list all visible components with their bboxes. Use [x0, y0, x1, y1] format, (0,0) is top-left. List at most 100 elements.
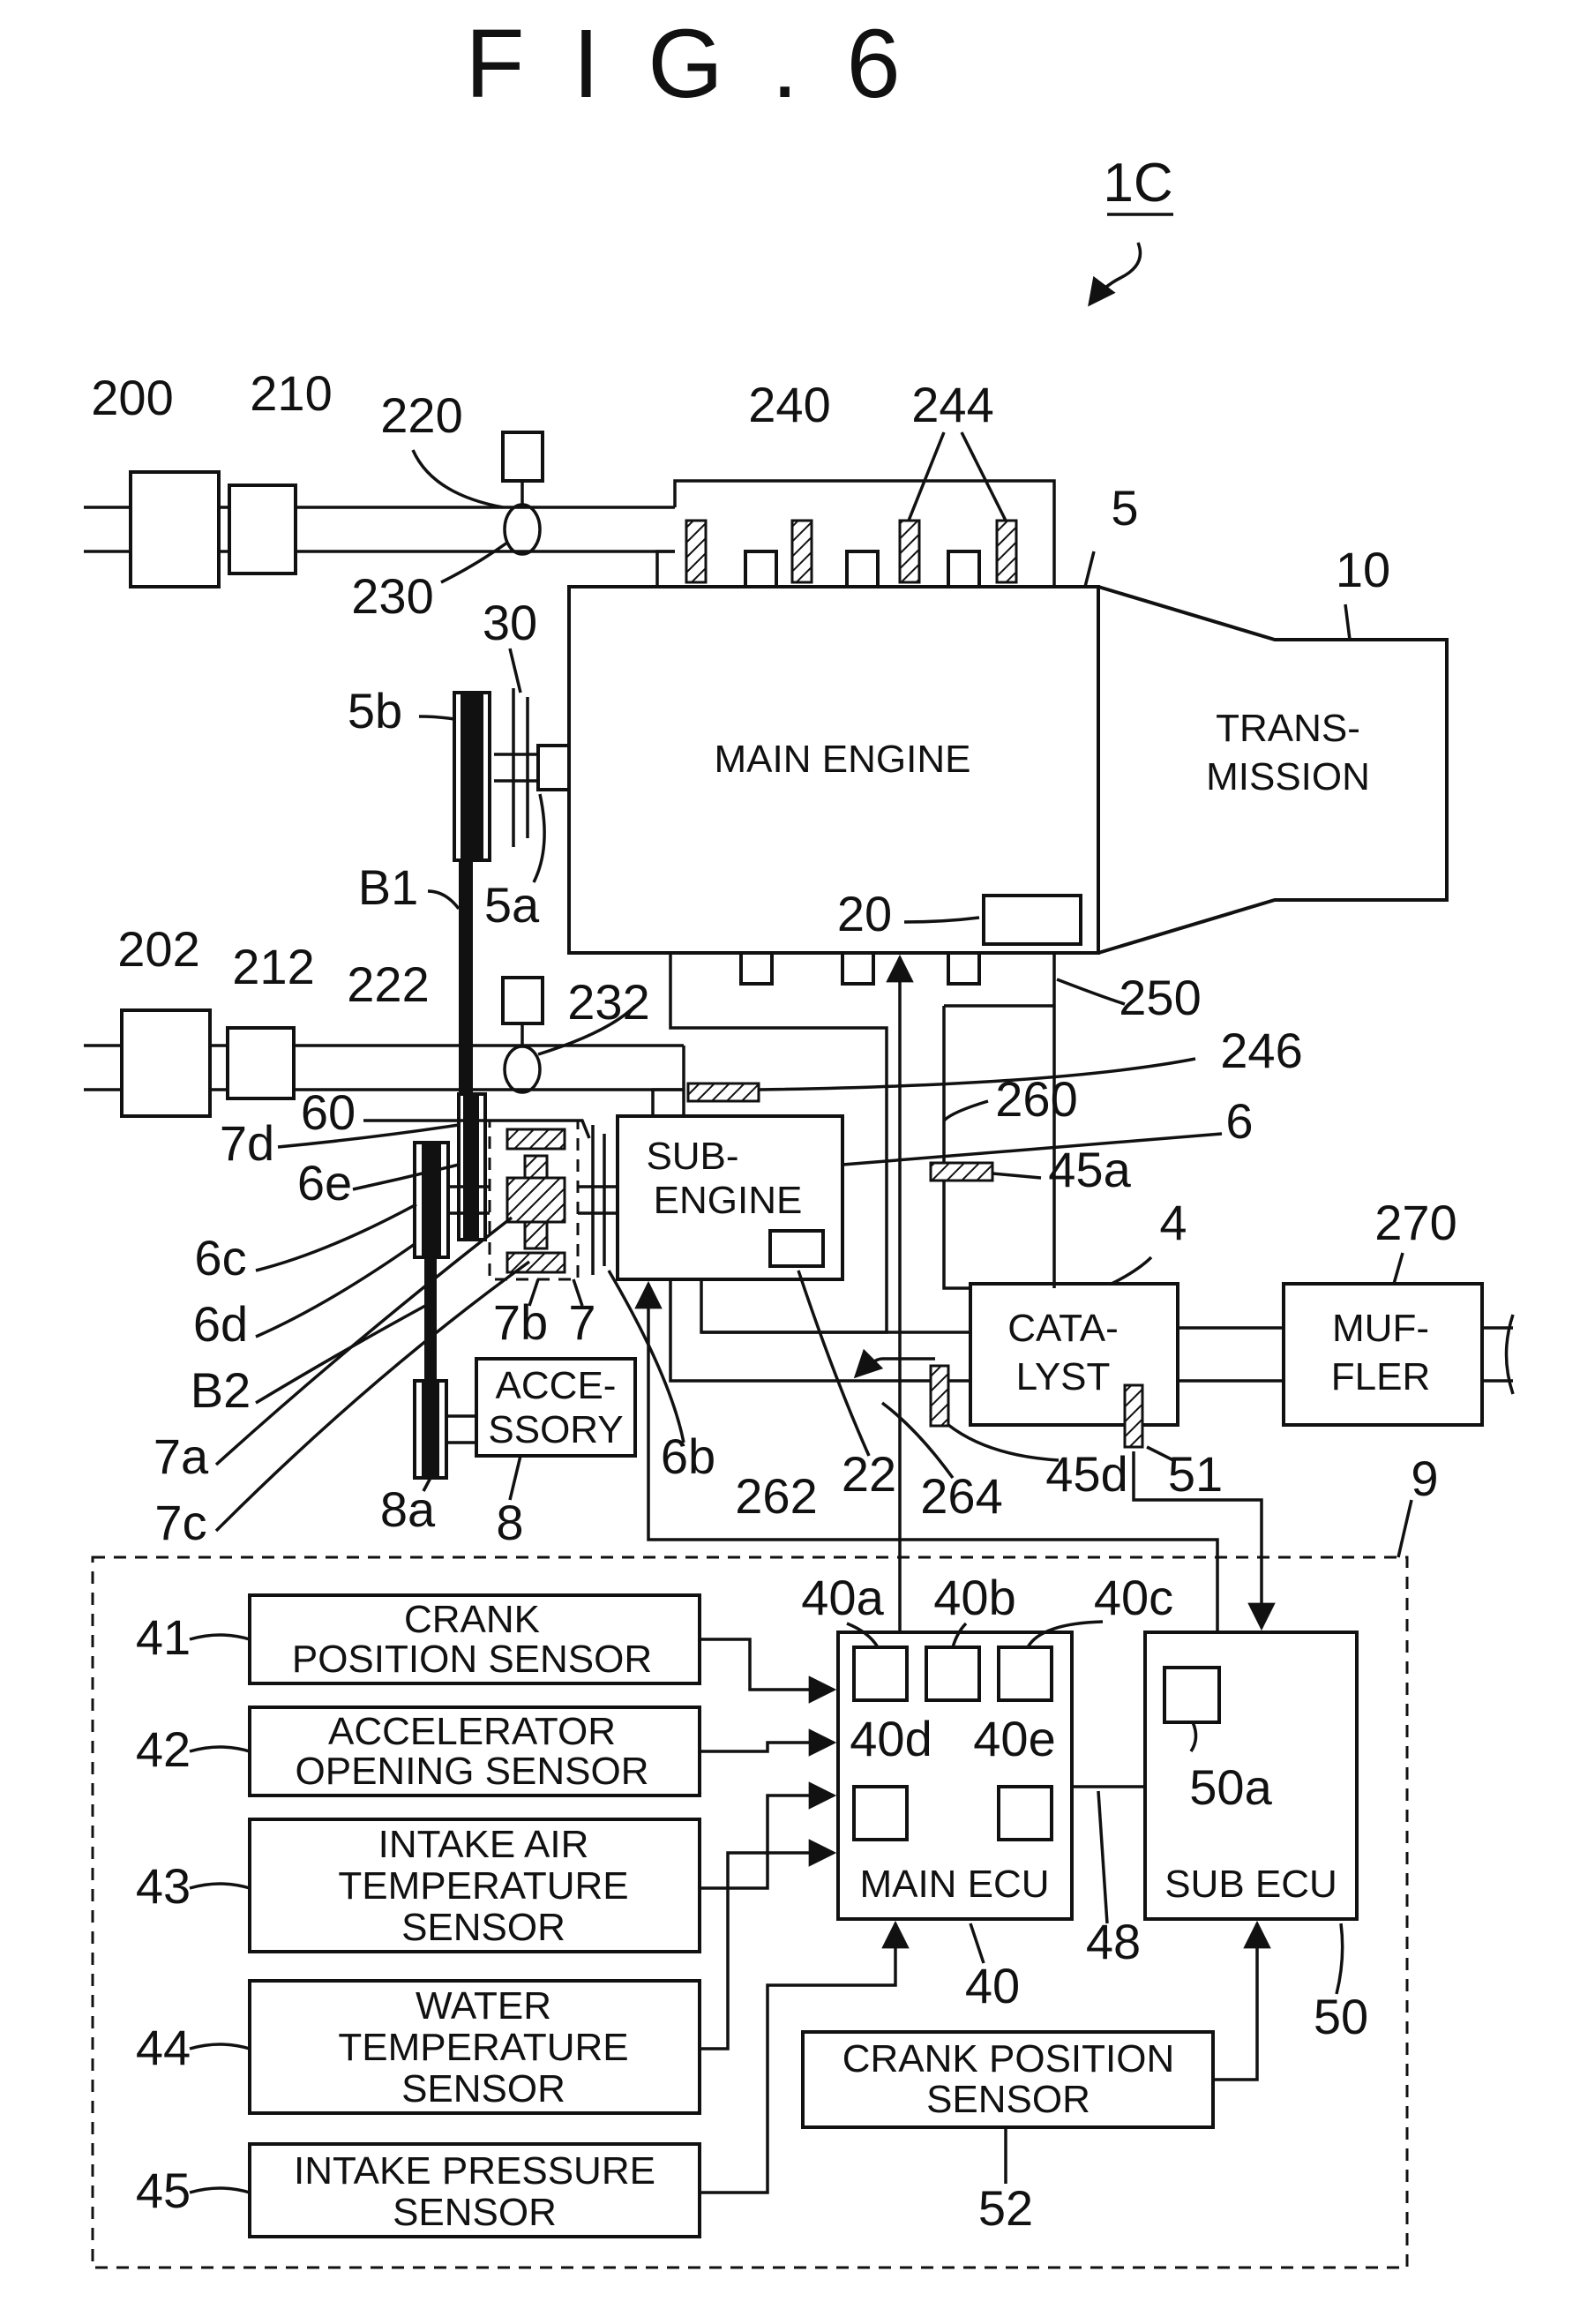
ref-52: 52 [978, 2180, 1033, 2236]
ref-45: 45 [136, 2163, 191, 2218]
system-ref-arrow [1088, 242, 1142, 307]
sensor-52-line2: SENSOR [926, 2078, 1090, 2121]
throttle-valve-230 [503, 503, 542, 556]
ref-230: 230 [351, 568, 433, 624]
sensor-42-line2: OPENING SENSOR [296, 1750, 649, 1793]
ref-6b: 6b [661, 1428, 715, 1484]
ref-8a: 8a [380, 1481, 436, 1537]
ref-50: 50 [1314, 1989, 1368, 2044]
ref-7a: 7a [154, 1428, 209, 1484]
sensor-43-line1: INTAKE AIR [378, 1823, 589, 1866]
system-ref-label: 1C [1103, 153, 1172, 214]
ref-6c: 6c [194, 1230, 246, 1286]
ref-222: 222 [347, 956, 429, 1012]
signal-lines [634, 954, 1276, 2194]
ref-6e: 6e [297, 1155, 352, 1211]
main-ecu-module-40a [852, 1646, 909, 1702]
ref-200: 200 [91, 370, 173, 425]
ref-4: 4 [1159, 1195, 1187, 1250]
transmission-label-line1: TRANS- [1216, 707, 1360, 750]
intake-manifold-240 [673, 479, 1056, 587]
ref-5: 5 [1111, 480, 1138, 536]
belt-B2 [424, 1257, 437, 1381]
sensor-45-line1: INTAKE PRESSURE [294, 2149, 655, 2193]
ref-7d: 7d [220, 1115, 274, 1171]
ref-40: 40 [965, 1958, 1020, 2013]
injector-244-c [898, 519, 921, 584]
ecu-blocks: MAIN ECU SUB ECU [836, 1631, 1359, 1921]
leader-lines [189, 431, 1413, 2194]
ref-9: 9 [1411, 1451, 1438, 1506]
ref-51: 51 [1168, 1446, 1223, 1502]
ref-30: 30 [483, 595, 537, 650]
sub-ecu-module-50a [1163, 1666, 1221, 1724]
ref-B1: B1 [358, 859, 419, 915]
ref-40e: 40e [973, 1711, 1055, 1766]
pulley-5b-belt [461, 693, 483, 860]
sensor-42-line1: ACCELERATOR [328, 1710, 616, 1753]
ref-43: 43 [136, 1858, 191, 1914]
sub-engine-label-line2: ENGINE [654, 1179, 803, 1222]
airflow-box-210 [228, 484, 297, 575]
control-unit-enclosure-9 [91, 1556, 1409, 2269]
sensor-43-line2: TEMPERATURE [338, 1864, 628, 1908]
ref-42: 42 [136, 1721, 191, 1777]
ref-40d: 40d [850, 1711, 932, 1766]
ref-6: 6 [1225, 1093, 1253, 1149]
ref-246: 246 [1220, 1023, 1302, 1078]
upper-intake-system [84, 431, 1056, 588]
exhaust-system: CATA- LYST MUF- FLER [669, 951, 1515, 1449]
ref-244: 244 [911, 377, 993, 432]
sensor-44-line2: TEMPERATURE [338, 2026, 628, 2069]
ref-262: 262 [735, 1468, 817, 1524]
airflow-box-212 [226, 1026, 296, 1100]
sub-engine-sensor-22 [768, 1229, 825, 1268]
accessory-label-line1: ACCE- [496, 1364, 617, 1407]
ref-B2: B2 [191, 1362, 251, 1418]
ref-40c: 40c [1094, 1570, 1173, 1625]
ref-212: 212 [232, 939, 314, 994]
throttle-actuator-232 [501, 976, 544, 1025]
air-fuel-sensor-45a [929, 1161, 994, 1182]
exhaust-manifold-250 [669, 953, 888, 1334]
ref-48: 48 [1086, 1914, 1141, 1969]
ref-232: 232 [567, 974, 649, 1030]
sensor-44-line1: WATER [416, 1984, 551, 2028]
ref-250: 250 [1119, 970, 1201, 1025]
main-crank-pulley-system [453, 688, 571, 1226]
ref-5b: 5b [348, 683, 402, 738]
transmission-box [1097, 585, 1449, 955]
sensor-45d [929, 1364, 950, 1428]
sensor-44-line3: SENSOR [401, 2067, 565, 2110]
sensor-45-line2: SENSOR [393, 2191, 557, 2234]
main-ecu-box [836, 1631, 1074, 1921]
ref-264: 264 [920, 1468, 1002, 1524]
air-cleaner-box-202 [120, 1008, 212, 1118]
ref-50a: 50a [1189, 1759, 1272, 1815]
intake-pressure-sensor-45 [248, 2142, 701, 2238]
injector-244-b [790, 519, 813, 584]
main-ecu-label: MAIN ECU [859, 1863, 1049, 1906]
main-ecu-module-40b [925, 1646, 981, 1702]
sensor-43-line3: SENSOR [401, 1906, 565, 1949]
ref-45a: 45a [1048, 1142, 1131, 1197]
muffler-box [1282, 1282, 1484, 1427]
ref-40a: 40a [801, 1570, 884, 1625]
figure-title: F I G . 6 [465, 10, 910, 118]
injector-246 [686, 1082, 760, 1103]
ref-40b: 40b [933, 1570, 1015, 1625]
ref-8: 8 [496, 1495, 523, 1550]
muffler-label-line1: MUF- [1332, 1307, 1429, 1350]
throttle-actuator-230 [501, 431, 544, 483]
sub-engine-label-line1: SUB- [646, 1135, 738, 1178]
sub-ecu-label: SUB ECU [1164, 1863, 1337, 1906]
main-ecu-module-40e [997, 1785, 1053, 1841]
ref-7c: 7c [154, 1495, 206, 1550]
ref-20: 20 [837, 886, 892, 941]
ref-60: 60 [301, 1084, 356, 1140]
main-engine-label: MAIN ENGINE [715, 738, 971, 781]
sub-ecu-box [1143, 1631, 1359, 1921]
sensor-41-line1: CRANK [404, 1598, 540, 1641]
water-temperature-sensor-44 [248, 1979, 701, 2115]
